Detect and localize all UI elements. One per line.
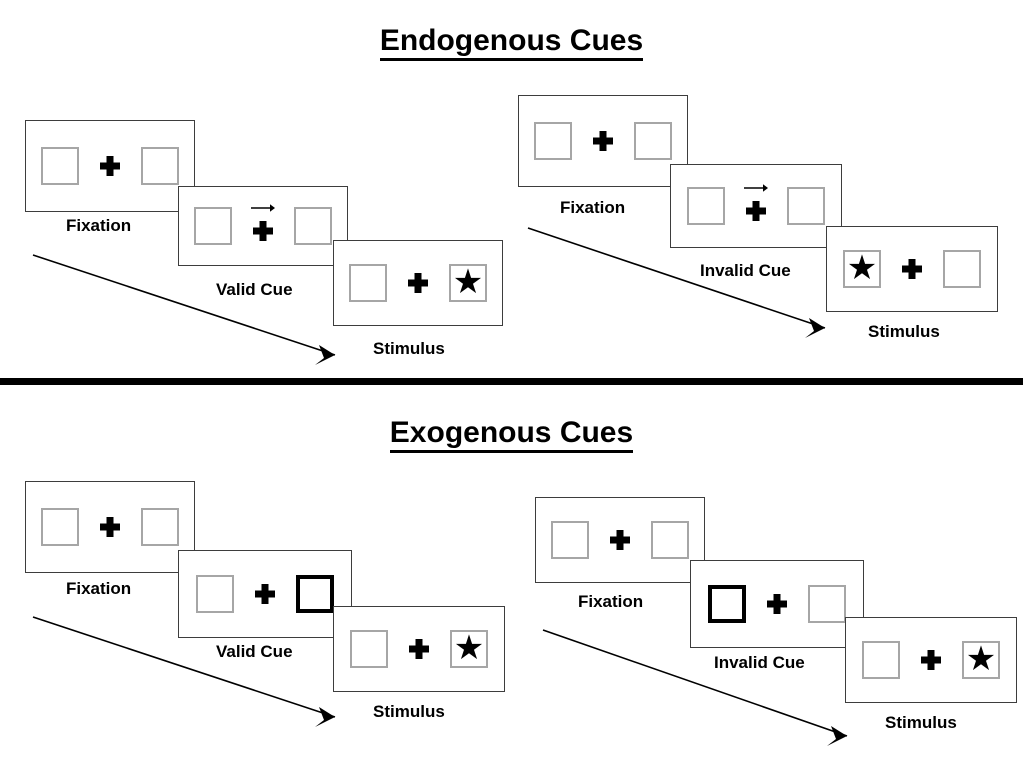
fixation-slot: [764, 581, 790, 627]
fixation-slot: [252, 571, 278, 617]
fixation-slot: [590, 118, 616, 164]
star-icon: ★: [965, 640, 997, 678]
fixation-slot: [899, 246, 925, 292]
placeholder-box-right: [808, 585, 846, 623]
section-title-exogenous-text: Exogenous Cues: [389, 417, 634, 453]
fixation-cross-icon: [902, 259, 922, 279]
caption-endogenous-valid-stimulus: Stimulus: [373, 339, 445, 358]
fixation-cross-icon: [409, 639, 429, 659]
placeholder-box-right: ★: [962, 641, 1000, 679]
caption-endogenous-valid-fixation: Fixation: [66, 216, 132, 235]
section-title-endogenous-text: Endogenous Cues: [379, 25, 644, 61]
placeholder-box-right: ★: [449, 264, 487, 302]
fixation-cross-icon: [100, 156, 120, 176]
placeholder-box-left: [534, 122, 572, 160]
section-title-endogenous: Endogenous Cues: [0, 24, 1023, 61]
panel-endogenous-invalid-cue: [670, 164, 842, 248]
placeholder-box-left: [41, 508, 79, 546]
placeholder-box-right: [141, 508, 179, 546]
placeholder-box-right: ★: [450, 630, 488, 668]
frame-content: [196, 571, 334, 617]
frame-content: [41, 143, 179, 189]
fixation-cross-icon: [767, 594, 787, 614]
placeholder-box-right: [294, 207, 332, 245]
placeholder-box-left-cued: [708, 585, 746, 623]
star-icon: ★: [846, 249, 878, 287]
placeholder-box-right: [141, 147, 179, 185]
panel-endogenous-valid-stimulus: ★: [333, 240, 503, 326]
placeholder-box-left: [194, 207, 232, 245]
caption-exogenous-valid-fixation: Fixation: [66, 579, 132, 598]
cue-arrow-right-icon: [251, 204, 275, 212]
panel-endogenous-invalid-fixation: [518, 95, 688, 187]
section-divider: [0, 378, 1023, 385]
placeholder-box-right: [943, 250, 981, 288]
frame-content: ★: [862, 637, 1000, 683]
fixation-cross-icon: [593, 131, 613, 151]
fixation-cross-icon: [408, 273, 428, 293]
caption-endogenous-invalid-cue: Invalid Cue: [700, 261, 791, 280]
fixation-slot: [743, 183, 769, 229]
caption-endogenous-invalid-stimulus: Stimulus: [868, 322, 940, 341]
placeholder-box-right-cued: [296, 575, 334, 613]
fixation-slot: [405, 260, 431, 306]
placeholder-box-left: [41, 147, 79, 185]
panel-endogenous-valid-fixation: [25, 120, 195, 212]
fixation-cross-icon: [100, 517, 120, 537]
caption-exogenous-valid-cue: Valid Cue: [216, 642, 293, 661]
star-icon: ★: [453, 629, 485, 667]
placeholder-box-left: [687, 187, 725, 225]
fixation-slot: [918, 637, 944, 683]
frame-content: [41, 504, 179, 550]
panel-exogenous-valid-cue: [178, 550, 352, 638]
fixation-slot: [97, 143, 123, 189]
frame-content: ★: [349, 260, 487, 306]
fixation-slot: [406, 626, 432, 672]
panel-endogenous-invalid-stimulus: ★: [826, 226, 998, 312]
placeholder-box-left: [349, 264, 387, 302]
fixation-slot: [607, 517, 633, 563]
frame-content: [194, 203, 332, 249]
placeholder-box-left: [350, 630, 388, 668]
caption-exogenous-valid-stimulus: Stimulus: [373, 702, 445, 721]
frame-content: ★: [350, 626, 488, 672]
panel-exogenous-invalid-stimulus: ★: [845, 617, 1017, 703]
placeholder-box-left: [551, 521, 589, 559]
fixation-slot: [97, 504, 123, 550]
section-title-exogenous: Exogenous Cues: [0, 416, 1023, 453]
fixation-cross-icon: [746, 201, 766, 221]
frame-content: ★: [843, 246, 981, 292]
panel-exogenous-invalid-cue: [690, 560, 864, 648]
panel-exogenous-invalid-fixation: [535, 497, 705, 583]
caption-exogenous-invalid-cue: Invalid Cue: [714, 653, 805, 672]
placeholder-box-right: [787, 187, 825, 225]
frame-content: [708, 581, 846, 627]
frame-content: [534, 118, 672, 164]
caption-exogenous-invalid-fixation: Fixation: [578, 592, 644, 611]
caption-exogenous-invalid-stimulus: Stimulus: [885, 713, 957, 732]
panel-endogenous-valid-cue: [178, 186, 348, 266]
fixation-cross-icon: [253, 221, 273, 241]
frame-content: [551, 517, 689, 563]
cue-arrow-right-icon: [744, 184, 768, 192]
frame-content: [687, 183, 825, 229]
caption-endogenous-invalid-fixation: Fixation: [560, 198, 626, 217]
fixation-cross-icon: [255, 584, 275, 604]
placeholder-box-left: [196, 575, 234, 613]
fixation-slot: [250, 203, 276, 249]
placeholder-box-right: [634, 122, 672, 160]
star-icon: ★: [452, 263, 484, 301]
fixation-cross-icon: [610, 530, 630, 550]
placeholder-box-left: ★: [843, 250, 881, 288]
panel-exogenous-valid-fixation: [25, 481, 195, 573]
placeholder-box-right: [651, 521, 689, 559]
fixation-cross-icon: [921, 650, 941, 670]
placeholder-box-left: [862, 641, 900, 679]
caption-endogenous-valid-cue: Valid Cue: [216, 280, 293, 299]
panel-exogenous-valid-stimulus: ★: [333, 606, 505, 692]
